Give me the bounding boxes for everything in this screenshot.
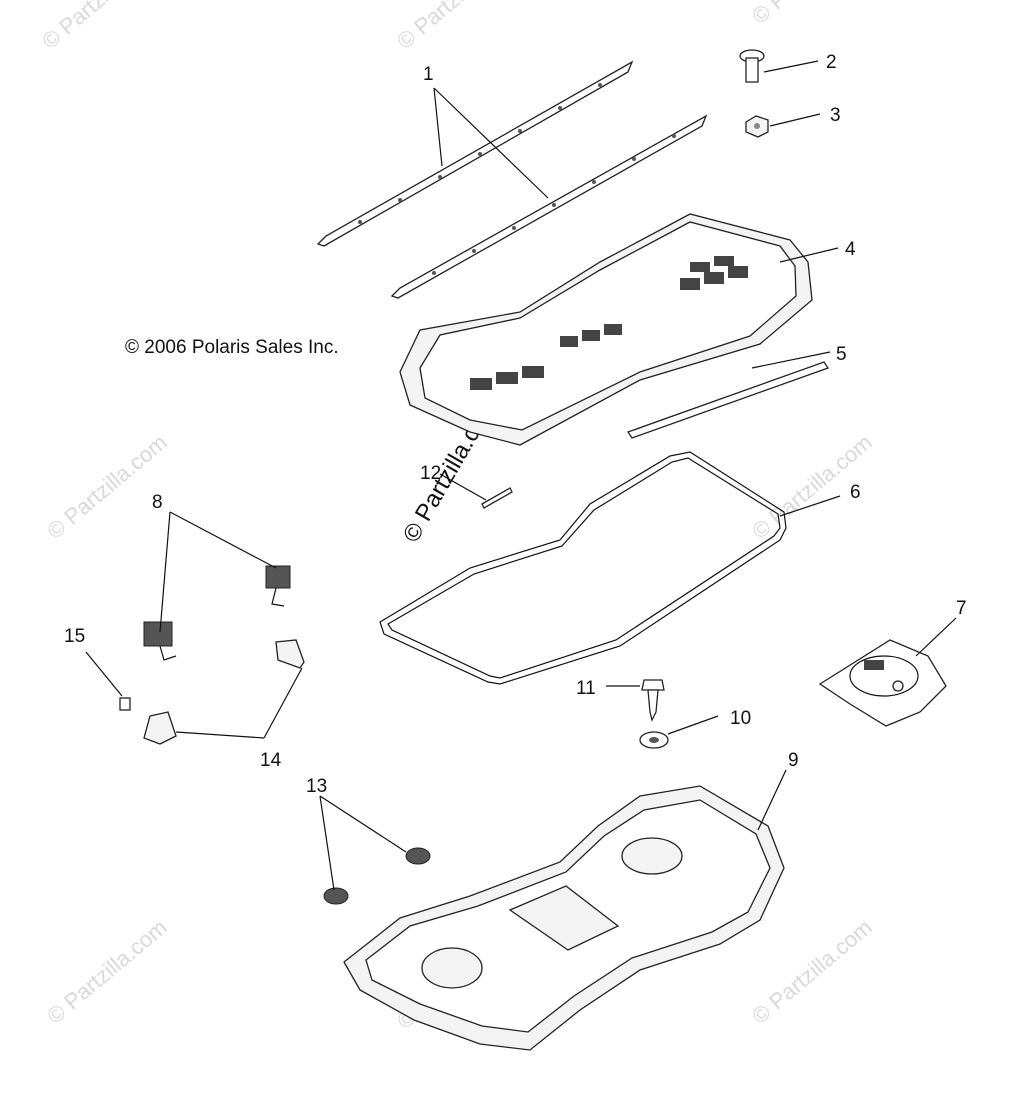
part-7-latch-plate	[818, 617, 957, 727]
copyright-text: © 2006 Polaris Sales Inc.	[125, 337, 339, 358]
part-5-strip	[626, 351, 831, 439]
part-15-fastener	[85, 651, 131, 711]
callout-5: 5	[836, 344, 847, 365]
callout-9: 9	[788, 750, 799, 771]
part-3-nut	[745, 113, 821, 138]
part-2-bolt	[739, 49, 819, 83]
part-9-tub	[343, 769, 787, 1051]
watermark-faint: © Partzilla.com	[42, 914, 172, 1028]
callout-1: 1	[423, 64, 434, 85]
callout-13: 13	[306, 776, 327, 797]
watermark-faint: © Partzilla.com	[747, 914, 877, 1028]
part-12-pin	[439, 473, 513, 509]
callout-8: 8	[152, 492, 163, 513]
callout-labels: 1 2 3 4 5 6 7 8 9 10 11 12 13 14 15	[64, 52, 967, 797]
part-14-brackets	[143, 639, 305, 745]
watermark-faint: © Partzilla.com	[37, 0, 167, 54]
part-10-washer	[639, 715, 719, 749]
part-6-gasket	[379, 451, 841, 685]
part-4-tray	[399, 213, 839, 446]
watermark-faint: © Partzilla.com	[747, 0, 877, 29]
callout-7: 7	[956, 598, 967, 619]
callout-14: 14	[260, 750, 282, 771]
part-13-clips	[319, 795, 431, 905]
watermark-faint: © Partzilla.com	[392, 0, 522, 54]
part-11-screw	[606, 679, 665, 722]
part-1-rails	[316, 60, 708, 299]
part-8-latches	[143, 511, 291, 661]
callout-2: 2	[826, 52, 837, 73]
callout-4: 4	[845, 239, 856, 260]
watermark-faint: © Partzilla.com	[42, 429, 172, 543]
callout-15: 15	[64, 626, 85, 647]
callout-10: 10	[730, 708, 751, 729]
callout-12: 12	[420, 463, 441, 484]
callout-11: 11	[576, 678, 596, 699]
callout-3: 3	[830, 105, 841, 126]
callout-6: 6	[850, 482, 861, 503]
